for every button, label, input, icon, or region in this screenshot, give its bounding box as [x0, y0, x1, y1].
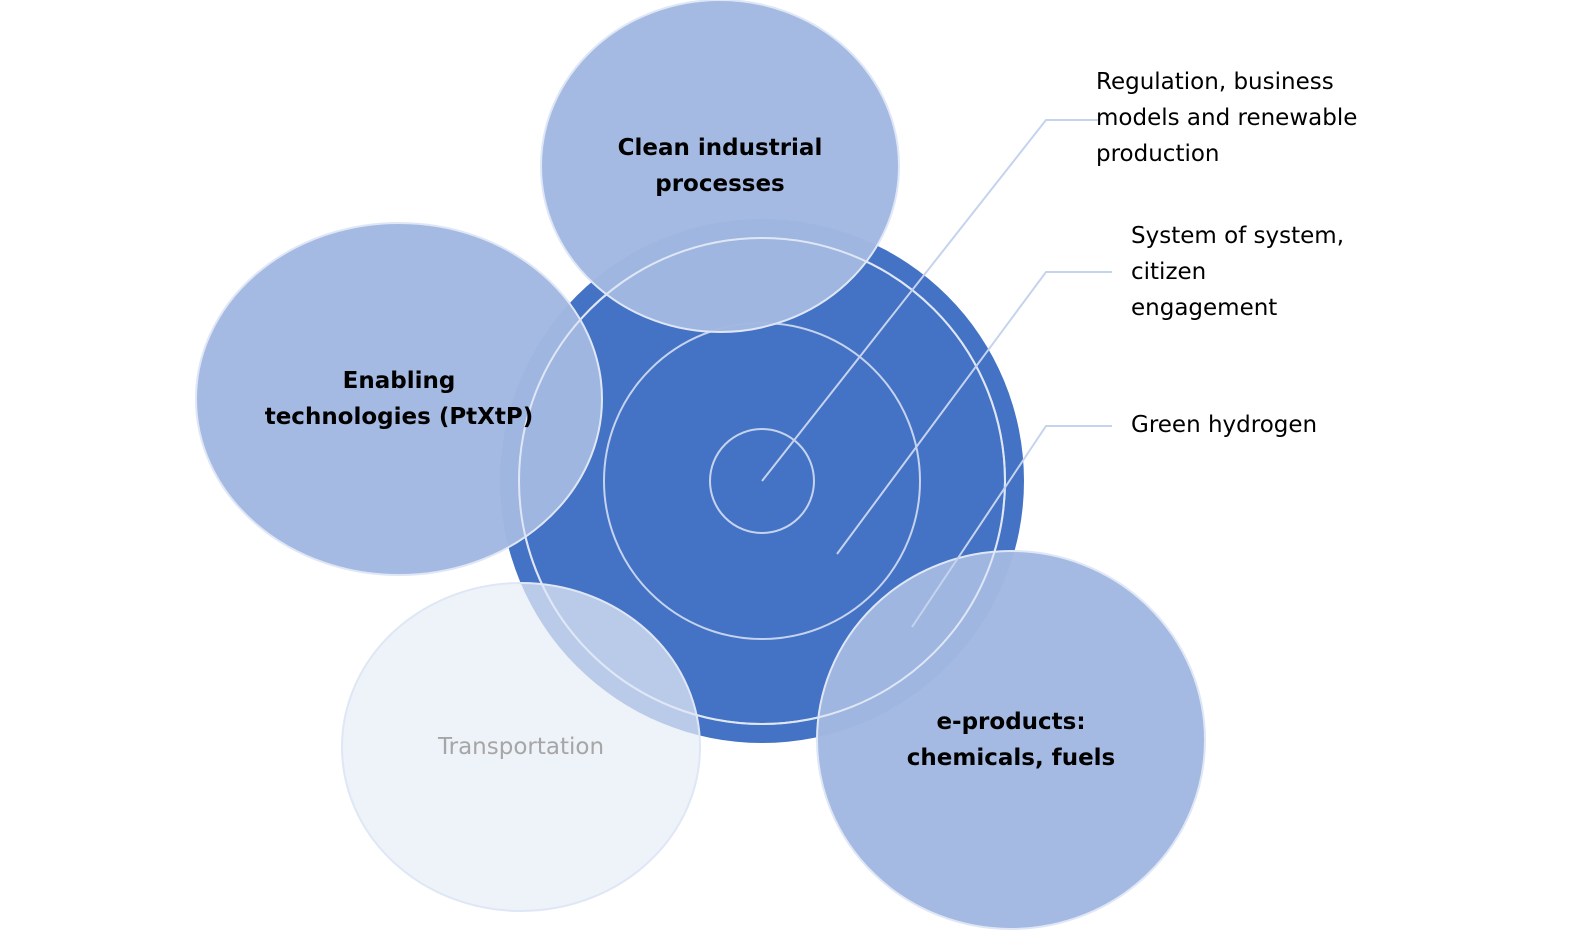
callout-label-line: Green hydrogen — [1131, 412, 1318, 438]
callout-line-outer — [761, 119, 1098, 482]
bubble-label-eproducts: e-products: chemicals, fuels — [907, 704, 1115, 776]
bubble-label-line: e-products: — [936, 709, 1086, 735]
bubble-enabling — [196, 223, 602, 575]
bubble-clean-industrial-outline — [540, 0, 900, 333]
bubble-label-line: Enabling — [342, 368, 456, 394]
bubble-label-line: Clean industrial — [617, 135, 823, 161]
bubble-enabling-outline — [195, 222, 603, 576]
bubble-eproducts — [817, 551, 1205, 929]
bubble-label-line: processes — [655, 171, 785, 197]
callout-label-line: System of system, — [1131, 223, 1345, 249]
outer-ring-overlay — [518, 237, 1006, 725]
bubble-label-line: technologies (PtXtP) — [264, 404, 534, 430]
callout-label-middle-ring: System of system, citizen engagement — [1131, 218, 1344, 326]
callout-label-outer-ring: Regulation, business models and renewabl… — [1096, 64, 1357, 172]
bubble-label-transportation: Transportation — [438, 729, 604, 765]
bubble-label-line: Transportation — [437, 734, 605, 760]
bubble-label-clean-industrial: Clean industrial processes — [618, 130, 823, 202]
callout-line-middle — [836, 271, 1112, 555]
callout-label-line: production — [1096, 141, 1220, 167]
callout-label-line: Regulation, business — [1096, 69, 1334, 95]
callout-label-inner-ring: Green hydrogen — [1131, 407, 1317, 443]
callout-line-inner — [911, 425, 1112, 628]
bubble-label-enabling: Enabling technologies (PtXtP) — [265, 363, 534, 435]
bubble-transportation-outline — [341, 582, 701, 912]
bubble-transportation — [342, 583, 700, 911]
callout-label-line: engagement — [1131, 295, 1278, 321]
bubble-eproducts-outline — [816, 550, 1206, 930]
bubble-label-line: chemicals, fuels — [906, 745, 1116, 771]
callout-label-line: models and renewable — [1096, 105, 1358, 131]
callout-label-line: citizen — [1131, 259, 1207, 285]
bubble-clean-industrial — [541, 0, 899, 332]
inner-ring — [709, 428, 815, 534]
